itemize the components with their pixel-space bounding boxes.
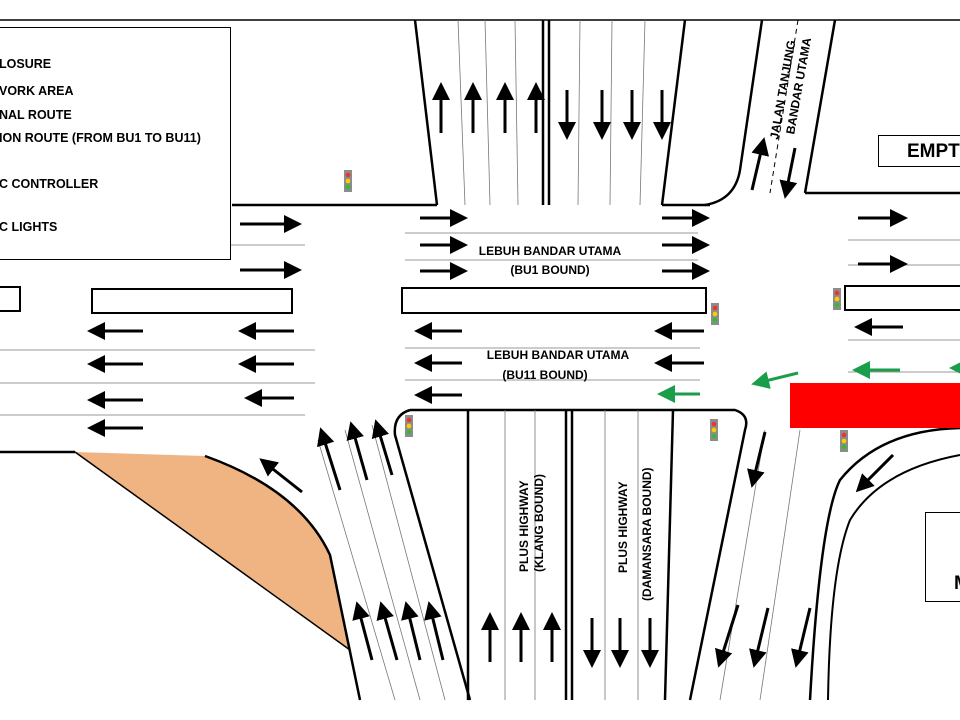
legend-item-original-route: NAL ROUTE <box>0 108 72 122</box>
diversion-arrows <box>657 359 960 403</box>
m-box: M <box>925 512 960 602</box>
plus-damansara-line1: PLUS HIGHWAY <box>616 481 630 573</box>
traffic-arrows <box>87 82 908 668</box>
legend-item-traffic-lights: C LIGHTS <box>0 220 58 234</box>
bu11-bound: (BU11 BOUND) <box>502 368 587 382</box>
legend-item-closure: LOSURE <box>0 57 52 71</box>
road-closure <box>790 383 960 428</box>
legend-item-diversion-route: ION ROUTE (FROM BU1 TO BU11) <box>0 131 201 145</box>
legend-item-traffic-controller: C CONTROLLER <box>0 177 99 191</box>
medians <box>0 285 960 314</box>
plus-damansara-line2: (DAMANSARA BOUND) <box>640 467 654 601</box>
bu1-bound: (BU1 BOUND) <box>510 263 589 277</box>
plus-klang-line1: PLUS HIGHWAY <box>517 480 531 572</box>
plus-klang-line2: (KLANG BOUND) <box>532 474 546 572</box>
bu1-road-name: LEBUH BANDAR UTAMA <box>479 244 622 258</box>
bu11-road-name: LEBUH BANDAR UTAMA <box>487 348 630 362</box>
legend: LOSURE VORK AREA NAL ROUTE ION ROUTE (FR… <box>0 27 231 260</box>
road-edges <box>232 19 960 701</box>
legend-item-work-area: VORK AREA <box>0 84 74 98</box>
empty-box: EMPT <box>878 135 960 167</box>
